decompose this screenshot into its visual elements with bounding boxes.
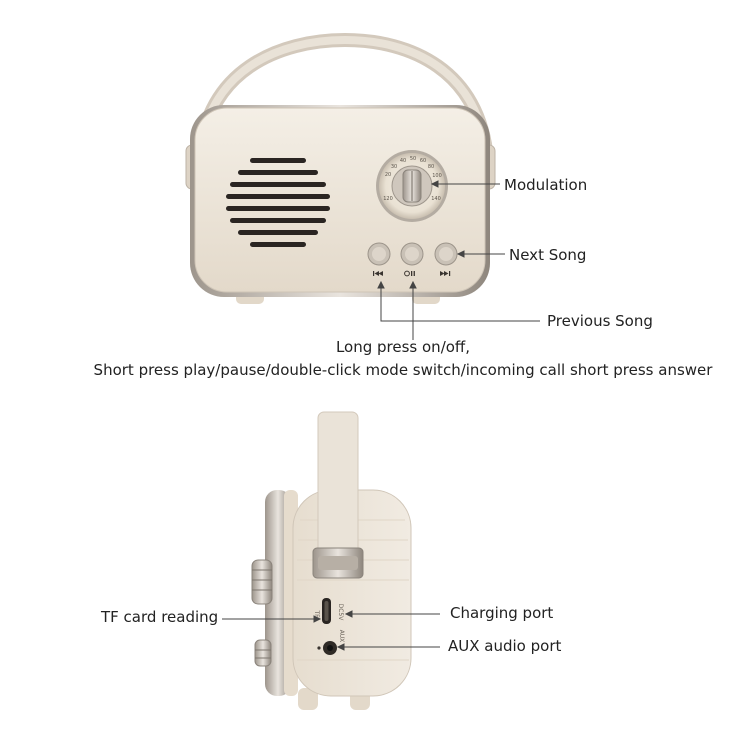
dial-scale-numbers: 20 30 40 50 60 80 100 120 140 [383, 156, 442, 202]
front-leader-lines [377, 180, 540, 340]
next-song-label: Next Song [509, 246, 587, 264]
previous-song-button[interactable] [367, 242, 391, 266]
dc5v-marking: DC5V [337, 604, 344, 622]
next-song-button[interactable] [434, 242, 458, 266]
previous-icon [373, 271, 383, 276]
side-handle-strap [312, 411, 364, 579]
svg-text:140: 140 [431, 196, 441, 202]
aux-port-label: AUX audio port [448, 637, 562, 655]
svg-text:100: 100 [432, 173, 442, 179]
power-play-pause-icon [404, 270, 415, 277]
next-icon [440, 271, 451, 276]
aux-marking: AUX [338, 630, 345, 643]
svg-text:50: 50 [410, 156, 416, 162]
aux-jack[interactable] [323, 641, 337, 655]
svg-text:60: 60 [420, 158, 426, 164]
speaker-grille [226, 158, 330, 247]
svg-text:80: 80 [428, 164, 434, 170]
indicator-dot [317, 646, 321, 650]
side-leader-lines [222, 610, 440, 651]
tf-marking: TF [313, 609, 320, 618]
svg-text:30: 30 [391, 164, 397, 170]
charging-port-label: Charging port [450, 604, 554, 622]
previous-song-label: Previous Song [547, 312, 653, 330]
svg-text:120: 120 [383, 196, 393, 202]
tf-card-label: TF card reading [101, 608, 219, 626]
tf-card-slot[interactable] [322, 598, 331, 624]
modulation-dial[interactable] [376, 150, 448, 222]
side-dial-knob [251, 559, 273, 605]
side-foot-left [298, 688, 318, 710]
power-play-label-line2: Short press play/pause/double-click mode… [93, 361, 713, 379]
svg-text:40: 40 [400, 158, 406, 164]
side-button-knob [254, 639, 272, 667]
play-pause-button[interactable] [400, 242, 424, 266]
modulation-label: Modulation [504, 176, 588, 194]
power-play-label-line1: Long press on/off, [335, 338, 471, 356]
svg-text:20: 20 [385, 172, 391, 178]
